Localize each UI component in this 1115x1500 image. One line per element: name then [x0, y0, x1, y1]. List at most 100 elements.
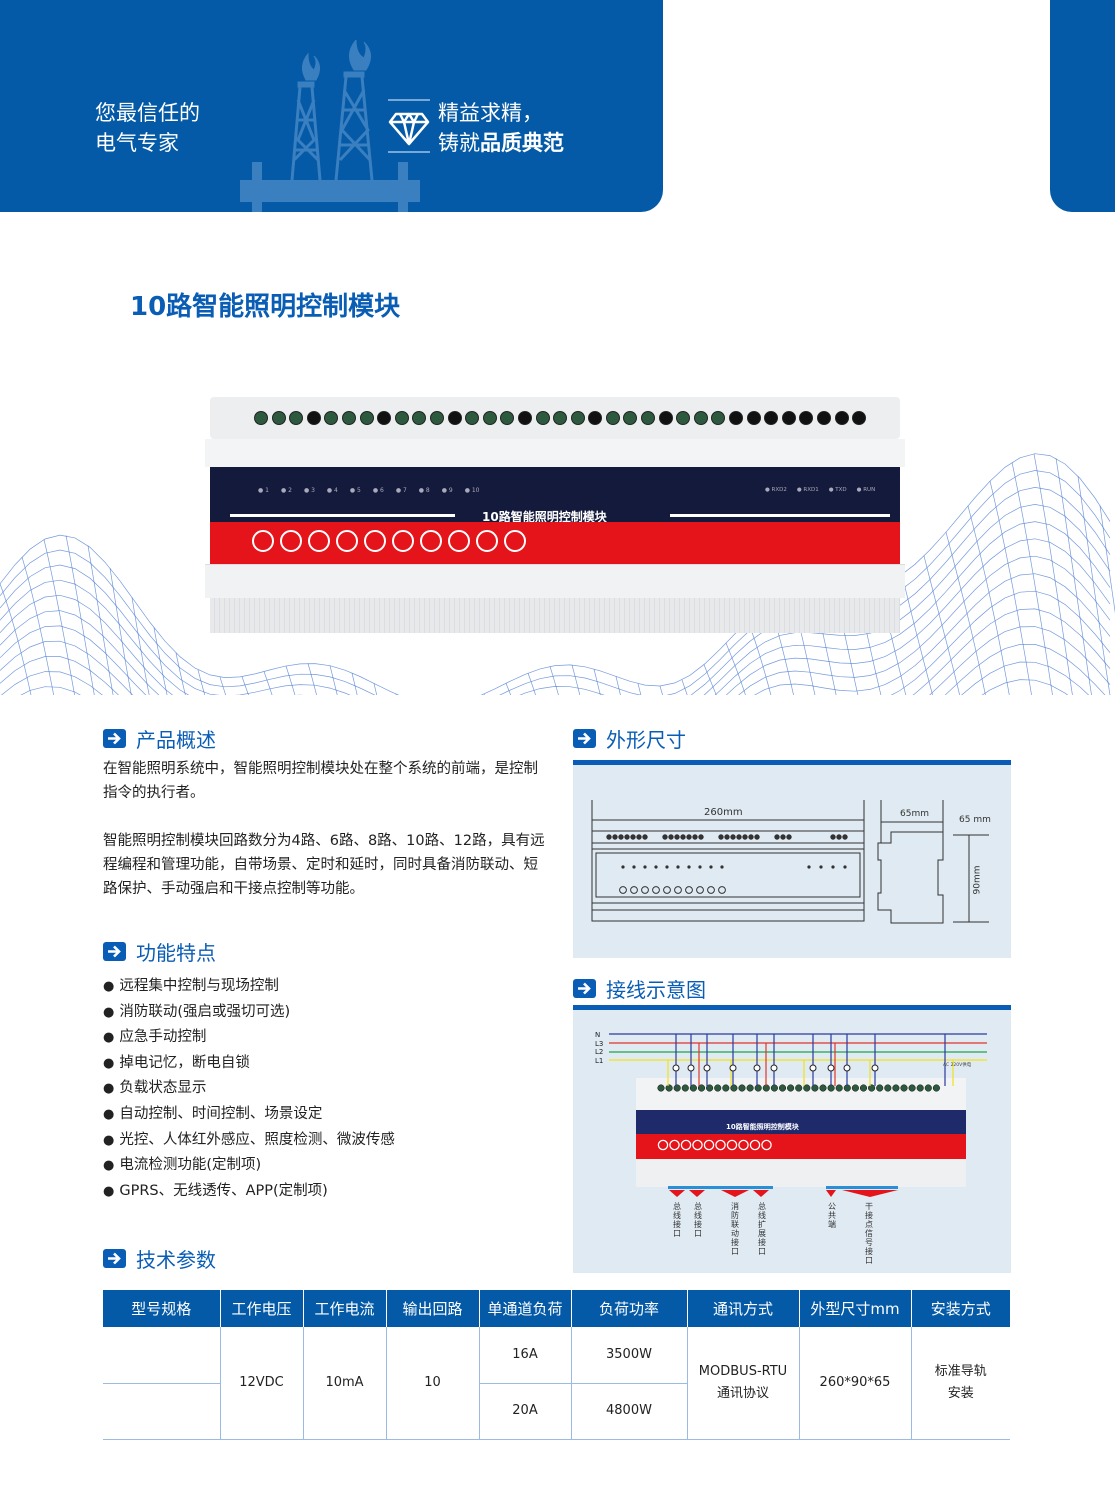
channel-indicator: ● 6 [372, 487, 384, 494]
terminal-screw [605, 411, 620, 425]
terminal-screw [553, 411, 568, 425]
terminal-screw [676, 411, 691, 425]
channel-indicator: ● 5 [349, 487, 361, 494]
terminal-screw [254, 411, 268, 425]
wave-mesh-background [0, 453, 1115, 695]
comm-line2: 通讯协议 [716, 1385, 769, 1401]
mesh-line [0, 555, 1111, 695]
table-header: 型号规格 工作电压 工作电流 输出回路 单通道负荷 负荷功率 通讯方式 外型尺寸… [103, 1290, 1010, 1327]
slogan-bold: 品质典范 [480, 131, 564, 155]
depth-label: 65mm [900, 809, 929, 819]
mesh-line [131, 597, 150, 695]
feature-item: 光控、人体红外感应、照度检测、微波传感 [103, 1128, 395, 1154]
manual-switch-button[interactable] [336, 530, 358, 552]
manual-switch-button[interactable] [504, 530, 526, 552]
channel-indicator: ● 4 [326, 487, 338, 494]
arrow-right-icon [103, 942, 126, 961]
mesh-line [989, 481, 1032, 695]
tagline-line2: 电气专家 [95, 131, 179, 155]
column-header: 工作电压 [219, 1290, 303, 1327]
manual-switch-button[interactable] [364, 530, 386, 552]
indicator-panel: ● 1● 2● 3● 4● 5● 6● 7● 8● 9● 10 ● RXD2● … [210, 467, 900, 524]
device-label: 10路智能照明控制模块 [482, 510, 607, 524]
dimension-drawing: 260mm 65mm 65 mm 90mm [573, 760, 1011, 958]
section-dimensions-heading: 外形尺寸 [573, 724, 686, 753]
heading-text: 接线示意图 [606, 978, 706, 1002]
load-cell: 16A [478, 1327, 571, 1384]
terminal-screw [764, 411, 779, 425]
heading-text: 产品概述 [136, 728, 216, 752]
switch-button [726, 1139, 738, 1151]
oil-rig-icon [240, 40, 420, 212]
specs-table: 型号规格 工作电压 工作电流 输出回路 单通道负荷 负荷功率 通讯方式 外型尺寸… [103, 1290, 1010, 1440]
model-cell-empty [103, 1383, 220, 1439]
terminal-screw [465, 411, 480, 425]
section-features-heading: 功能特点 [103, 937, 216, 966]
terminal-screw [658, 411, 673, 425]
mount-cell: 标准导轨安装 [910, 1327, 1010, 1439]
manual-switch-button[interactable] [252, 530, 274, 552]
mesh-line [219, 676, 227, 695]
manual-switch-button[interactable] [420, 530, 442, 552]
switch-button [680, 1139, 692, 1151]
section-overview-heading: 产品概述 [103, 724, 216, 753]
terminal-screw [377, 411, 392, 425]
terminal-screw [781, 411, 796, 425]
terminal-screw [623, 411, 638, 425]
manual-switch-button[interactable] [448, 530, 470, 552]
switch-button [669, 1139, 680, 1151]
line-labels: N L3 L2 L1 [595, 1031, 603, 1065]
terminal-screw [535, 411, 550, 425]
manual-switch-button[interactable] [308, 530, 330, 552]
port-pointer [826, 1190, 836, 1197]
mesh-line [373, 683, 378, 695]
mesh-line [1077, 476, 1111, 695]
mesh-line [527, 672, 536, 695]
terminal-screw [588, 411, 603, 425]
port-label: 公共端 [828, 1202, 836, 1229]
heading-text: 功能特点 [136, 941, 216, 965]
terminal-screw [324, 411, 339, 425]
manual-switch-button[interactable] [476, 530, 498, 552]
status-led: ● RXD1 [796, 487, 819, 493]
terminal-screw [412, 411, 427, 425]
terminal-screw [641, 411, 656, 425]
mesh-line [241, 676, 249, 695]
mesh-line [153, 627, 168, 695]
tagline: 您最信任的 电气专家 [95, 98, 200, 158]
manual-switch-button[interactable] [392, 530, 414, 552]
manual-switch-button[interactable] [280, 530, 302, 552]
switch-button [761, 1139, 772, 1151]
mesh-line [901, 574, 933, 695]
column-header: 外型尺寸mm [798, 1290, 911, 1327]
terminal-screw [817, 411, 831, 425]
slogan-normal: 铸就 [438, 131, 480, 155]
mesh-line [549, 666, 559, 695]
status-led: ● RUN [856, 487, 876, 493]
channel-indicator: ● 1 [258, 487, 269, 494]
size-cell: 260*90*65 [798, 1327, 911, 1439]
mesh-line [0, 453, 1111, 695]
status-led: ● RXD2 [765, 487, 787, 493]
mesh-line [1099, 505, 1115, 614]
mesh-line [0, 608, 1111, 695]
overview-paragraph-1: 在智能照明系统中，智能照明控制模块处在整个系统的前端，是控制指令的执行者。 [103, 761, 538, 801]
mesh-line [1055, 458, 1092, 695]
mesh-line [945, 532, 986, 695]
feature-item: 应急手动控制 [103, 1025, 395, 1051]
overview-paragraph-2: 智能照明控制模块回路数分为4路、6路、8路、10路、12路，具有远程编程和管理功… [103, 833, 545, 897]
status-led: ● TXD [828, 487, 847, 493]
supply-label: AC 220V供电 [943, 1063, 972, 1068]
slogan-line1: 精益求精， [438, 101, 543, 125]
product-title: 10路智能照明控制模块 [130, 292, 401, 322]
mesh-line [351, 672, 358, 695]
section-specs-heading: 技术参数 [103, 1244, 216, 1273]
heading-text: 外形尺寸 [606, 728, 686, 752]
section-wiring-heading: 接线示意图 [573, 974, 706, 1003]
mesh-line [813, 593, 837, 695]
port-pointer [721, 1190, 749, 1197]
switch-button [692, 1139, 703, 1151]
arrow-right-icon [573, 729, 596, 748]
table-row: 20A 4800W [103, 1383, 1010, 1439]
port-label: 消防联动接口 [731, 1202, 739, 1256]
